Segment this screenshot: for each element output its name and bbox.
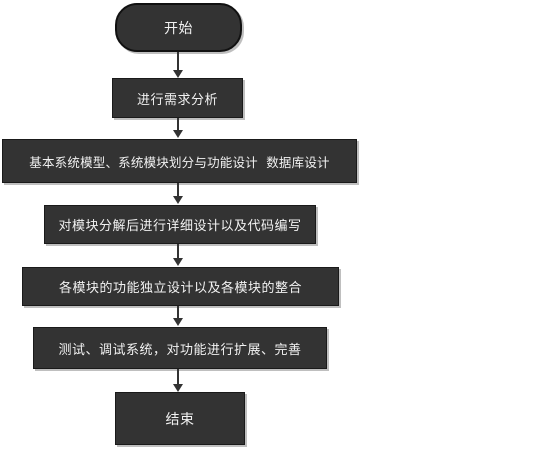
start-node: 开始: [115, 3, 242, 52]
step-testing-debugging: 测试、调试系统，对功能进行扩展、完善: [33, 327, 327, 369]
step-module-integration: 各模块的功能独立设计以及各模块的整合: [22, 267, 339, 306]
step-detailed-design-coding: 对模块分解后进行详细设计以及代码编写: [44, 205, 316, 244]
step-requirements-analysis: 进行需求分析: [112, 78, 243, 118]
end-node: 结束: [115, 392, 245, 445]
step-requirements-analysis-label: 进行需求分析: [136, 92, 218, 108]
step-system-model-design: 基本系统模型、系统模块划分与功能设计 数据库设计: [2, 139, 357, 183]
end-node-label: 结束: [165, 411, 195, 428]
start-node-label: 开始: [164, 20, 193, 37]
step-testing-debugging-label: 测试、调试系统，对功能进行扩展、完善: [58, 342, 302, 358]
step-module-integration-label: 各模块的功能独立设计以及各模块的整合: [58, 281, 302, 296]
step-system-model-design-label: 基本系统模型、系统模块划分与功能设计 数据库设计: [29, 154, 330, 170]
step-detailed-design-coding-label: 对模块分解后进行详细设计以及代码编写: [58, 219, 302, 234]
